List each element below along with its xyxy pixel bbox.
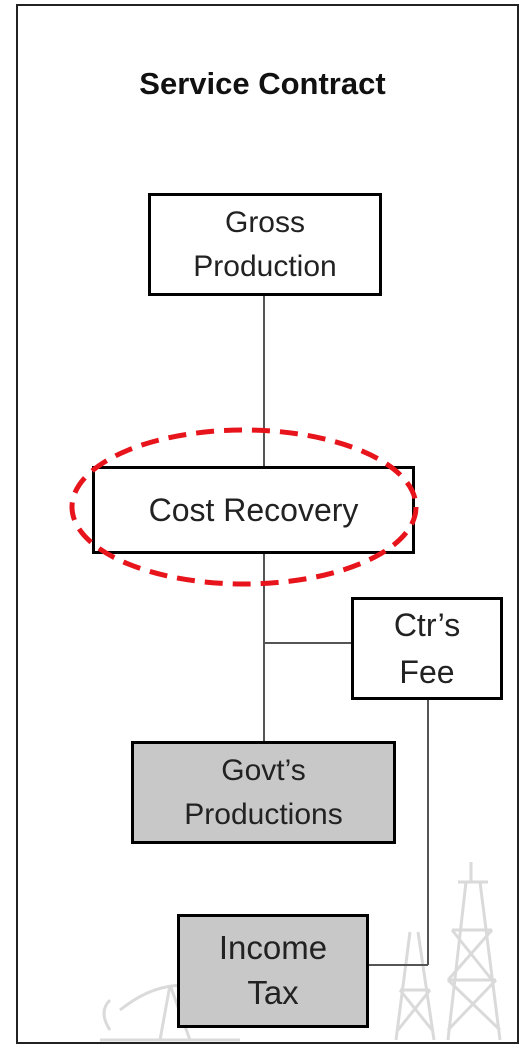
gross-production-box: Gross Production [148, 193, 382, 296]
contractor-fee-line2: Fee [399, 653, 455, 690]
gross-production-line1: Gross [224, 206, 305, 239]
diagram-title: Service Contract [139, 66, 386, 101]
cost-recovery-box: Cost Recovery [92, 466, 415, 554]
income-tax-line1: Income [218, 929, 328, 967]
income-tax-box: Income Tax [177, 914, 369, 1028]
contractor-fee-line1: Ctr’s [393, 607, 461, 644]
govt-productions-box: Govt’s Productions [131, 741, 396, 844]
govt-productions-line2: Productions [184, 797, 343, 831]
gross-production-line2: Production [193, 249, 337, 283]
contractor-fee-box: Ctr’s Fee [351, 597, 503, 700]
govt-productions-line1: Govt’s [221, 754, 306, 787]
cost-recovery-label: Cost Recovery [148, 491, 359, 528]
income-tax-line2: Tax [247, 974, 299, 1011]
